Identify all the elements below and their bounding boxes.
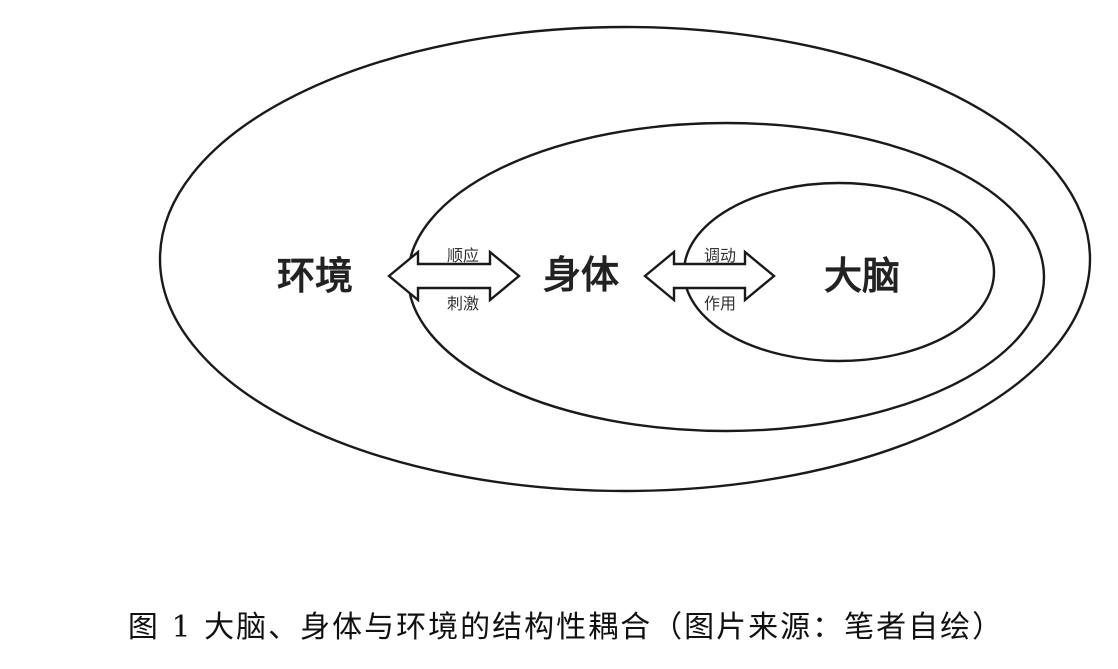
body-brain-double-arrow xyxy=(643,249,776,303)
env-body-double-arrow xyxy=(387,249,521,303)
figure-caption-text: 图 1 大脑、身体与环境的结构性耦合（图片来源：笔者自绘） xyxy=(127,610,1005,645)
arrow-label-act: 作用 xyxy=(704,294,736,313)
body-label: 身体 xyxy=(543,253,619,297)
arrow-label-mobilize: 调动 xyxy=(704,246,736,265)
environment-label: 环境 xyxy=(277,254,353,298)
arrow-label-stimulus: 刺激 xyxy=(447,294,479,313)
arrow-label-adapt: 顺应 xyxy=(447,246,479,265)
figure-caption: 图 1 大脑、身体与环境的结构性耦合（图片来源：笔者自绘） xyxy=(0,602,1118,646)
brain-label: 大脑 xyxy=(824,254,900,298)
environment-ellipse xyxy=(158,25,1092,493)
